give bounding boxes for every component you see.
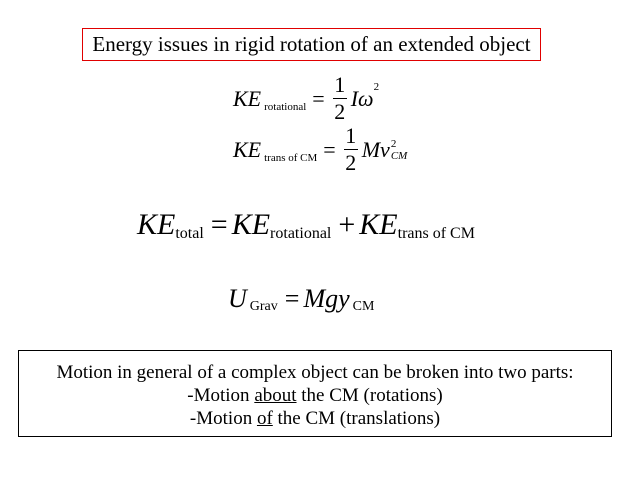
- eq-subscript: total: [175, 225, 204, 242]
- text: -Motion: [189, 408, 257, 429]
- eq-term: Iω: [350, 85, 374, 111]
- eq-term: KE: [137, 208, 176, 241]
- eq-subscript: rotational: [264, 100, 307, 113]
- text: the CM (rotations): [296, 385, 443, 406]
- eq-sign: =: [284, 284, 300, 313]
- summary-line: Motion in general of a complex object ca…: [56, 362, 574, 383]
- eq-superscript: 2: [373, 80, 380, 93]
- summary-line: -Motion of the CM (translations): [19, 407, 611, 430]
- equation-u-grav: U Grav = Mgy CM: [228, 284, 377, 314]
- denominator: 2: [334, 99, 346, 124]
- eq-subscript: trans of CM: [264, 151, 318, 164]
- motion-summary-box: Motion in general of a complex object ca…: [18, 350, 612, 437]
- eq-term: KE: [359, 208, 398, 241]
- underlined-text: about: [254, 385, 297, 406]
- eq-sign: =: [210, 208, 228, 241]
- numerator: 1: [345, 123, 357, 148]
- eq-term: Mgy: [303, 284, 350, 313]
- eq-subscript: trans of CM: [397, 225, 475, 242]
- eq-term: Mv: [361, 136, 390, 162]
- eq-term: U: [228, 284, 247, 313]
- eq-subscript: Grav: [249, 299, 278, 314]
- eq-plus: +: [338, 208, 356, 241]
- slide-title: Energy issues in rigid rotation of an ex…: [82, 28, 541, 61]
- eq-superscript: 2: [390, 137, 397, 150]
- underlined-text: of: [256, 408, 273, 429]
- eq-term: KE: [233, 85, 262, 111]
- numerator: 1: [334, 72, 346, 97]
- eq-subscript: CM: [352, 299, 375, 314]
- eq-term: KE: [231, 208, 271, 241]
- eq-subscript: rotational: [270, 225, 332, 242]
- equation-ke-total: KE total = KE rotational + KE trans of C…: [137, 208, 478, 242]
- denominator: 2: [345, 150, 357, 175]
- summary-line: -Motion about the CM (rotations): [19, 384, 611, 407]
- text: -Motion: [187, 385, 255, 406]
- eq-sign: =: [312, 85, 325, 111]
- eq-sign: =: [323, 136, 336, 162]
- eq-subscript: CM: [390, 149, 408, 162]
- eq-term: KE: [233, 136, 262, 162]
- text: the CM (translations): [272, 408, 441, 429]
